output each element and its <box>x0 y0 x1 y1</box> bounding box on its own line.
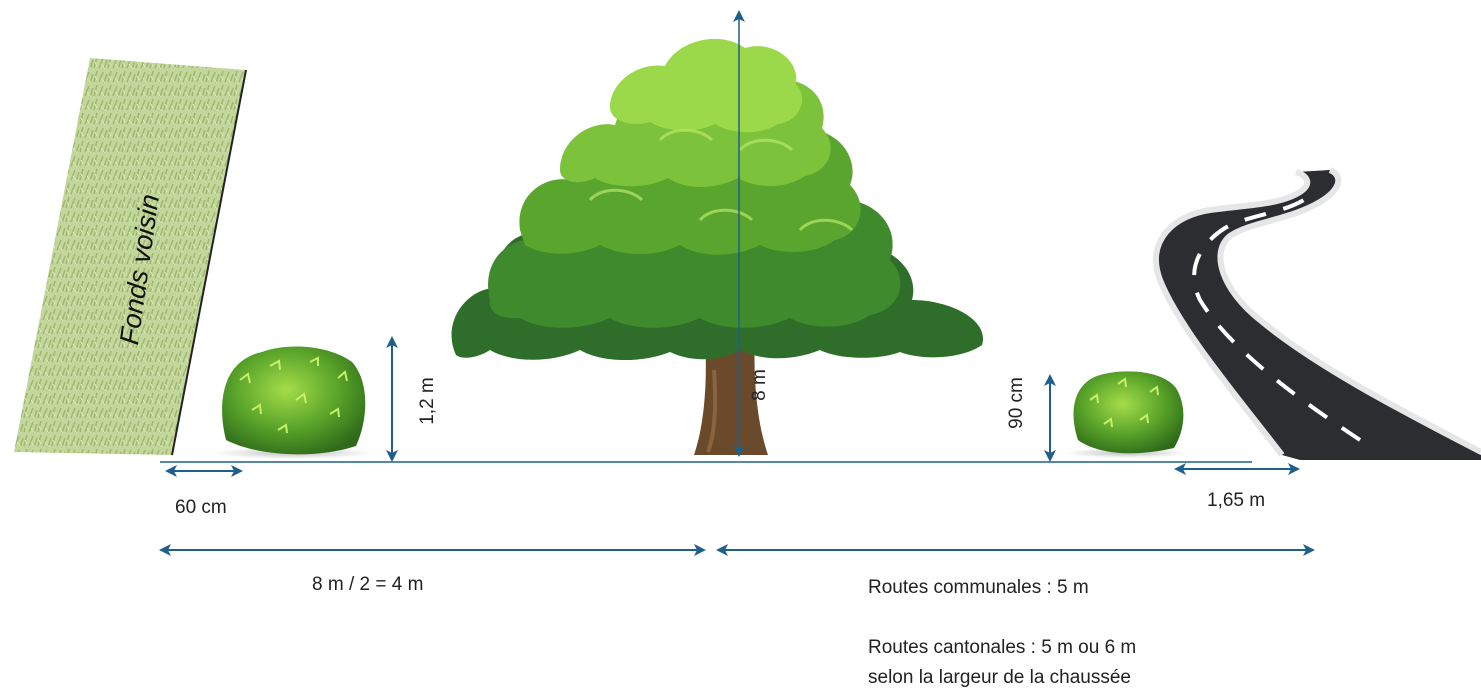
right-offset-label: 1,65 m <box>1207 490 1266 511</box>
right-hedge-illustration <box>1065 371 1189 458</box>
right-hedge-height-label: 90 cm <box>1006 377 1027 429</box>
tree-height-label: 8 m <box>749 369 770 401</box>
road-cantonal-note: selon la largeur de la chaussée <box>868 667 1132 688</box>
road-illustration <box>1153 167 1481 460</box>
neighbour-plot <box>14 58 247 456</box>
road-communal-label: Routes communales : 5 m <box>868 577 1089 598</box>
left-hedge-illustration <box>213 346 373 459</box>
road-cantonal-label: Routes cantonales : 5 m ou 6 m <box>868 637 1137 658</box>
left-offset-label: 60 cm <box>175 497 227 518</box>
tree-distance-label: 8 m / 2 = 4 m <box>312 574 424 595</box>
tree-illustration <box>451 38 984 455</box>
left-hedge-height-label: 1,2 m <box>417 377 438 425</box>
